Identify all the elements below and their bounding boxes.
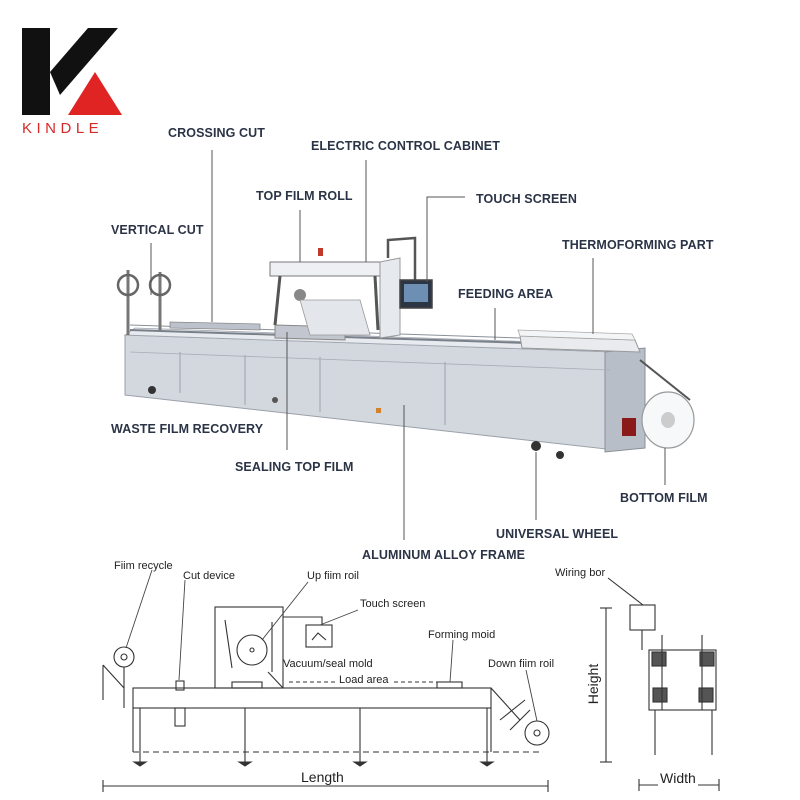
label-crossing-cut: CROSSING CUT bbox=[168, 126, 266, 140]
label-feeding-area: FEEDING AREA bbox=[458, 287, 554, 301]
schematic-label-vacuum-seal-mold: Vacuum/seal mold bbox=[283, 658, 373, 670]
machine-photo bbox=[116, 236, 695, 459]
photo-leader-lines bbox=[150, 150, 666, 540]
label-bottom-film: BOTTOM FILM bbox=[620, 491, 708, 505]
schematic-label-touch-screen: Touch screen bbox=[360, 598, 426, 610]
label-top-film-roll: TOP FILM ROLL bbox=[256, 189, 353, 203]
label-universal-wheel: UNIVERSAL WHEEL bbox=[496, 527, 619, 541]
kindle-logo bbox=[22, 28, 122, 115]
schematic-label-down-film-roll: Down fiim roil bbox=[488, 658, 555, 670]
label-sealing-top-film: SEALING TOP FILM bbox=[235, 460, 354, 474]
brand-name: KINDLE bbox=[22, 120, 104, 137]
label-touch-screen: TOUCH SCREEN bbox=[476, 192, 577, 206]
dimension-length: Length bbox=[298, 769, 347, 785]
label-thermoforming-part: THERMOFORMING PART bbox=[562, 238, 714, 252]
dimension-width: Width bbox=[658, 770, 698, 786]
schematic-leader-lines bbox=[125, 569, 538, 722]
label-waste-film-recovery: WASTE FILM RECOVERY bbox=[111, 422, 264, 436]
schematic-front-view bbox=[600, 577, 720, 791]
schematic-label-film-recycle: Fiim recycle bbox=[114, 560, 173, 572]
dimension-height: Height bbox=[585, 663, 602, 705]
schematic-label-wiring-box: Wiring bor bbox=[555, 567, 606, 579]
label-aluminum-alloy-frame: ALUMINUM ALLOY FRAME bbox=[362, 548, 526, 562]
label-electric-control-cabinet: ELECTRIC CONTROL CABINET bbox=[311, 139, 500, 153]
schematic-label-forming-mold: Forming moid bbox=[428, 629, 496, 641]
schematic-label-up-film-roll: Up fiim roil bbox=[307, 570, 359, 582]
label-vertical-cut: VERTICAL CUT bbox=[111, 223, 204, 237]
schematic-label-load-area: Load area bbox=[337, 674, 391, 686]
schematic-label-cut-device: Cut device bbox=[183, 570, 235, 582]
